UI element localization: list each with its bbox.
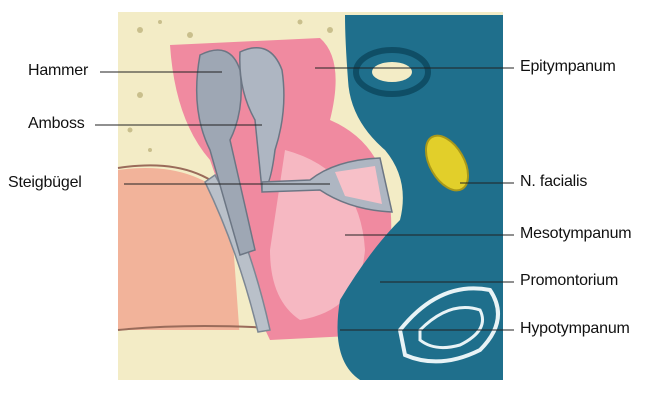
label-mesotympanum: Mesotympanum xyxy=(520,225,631,243)
label-amboss: Amboss xyxy=(28,115,85,133)
label-promontorium: Promontorium xyxy=(520,272,618,290)
label-hypotympanum: Hypotympanum xyxy=(520,320,630,338)
label-steigbuegel: Steigbügel xyxy=(8,174,82,192)
label-hammer: Hammer xyxy=(28,62,88,80)
semicircular-canal-lumen xyxy=(372,62,412,82)
label-epitympanum: Epitympanum xyxy=(520,58,616,76)
label-n-facialis: N. facialis xyxy=(520,173,587,191)
